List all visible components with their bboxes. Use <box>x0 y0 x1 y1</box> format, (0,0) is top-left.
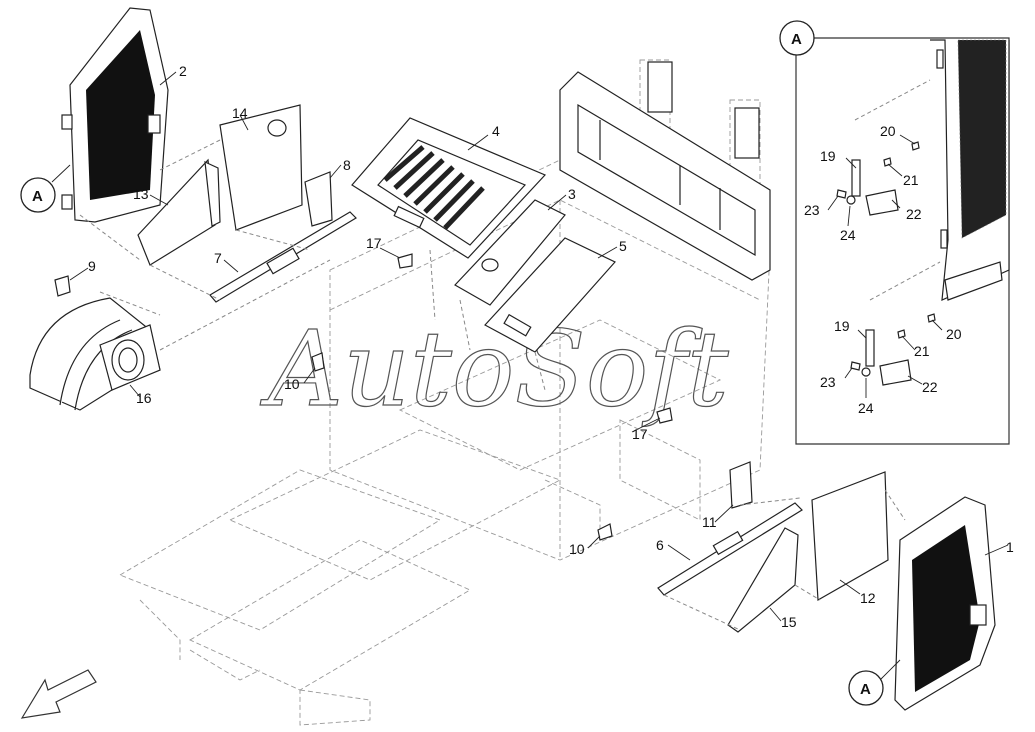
callout-13: 13 <box>133 186 149 202</box>
callout-7: 7 <box>214 250 222 266</box>
detail-callout-19-upper: 19 <box>820 148 836 164</box>
callout-1: 1 <box>1006 539 1014 555</box>
part-4-top-grille <box>351 117 547 259</box>
part-12-panel <box>811 471 889 602</box>
callout-3: 3 <box>568 186 576 202</box>
callout-15: 15 <box>781 614 797 630</box>
callout-8: 8 <box>343 157 351 173</box>
detail-ref-bottom-right-label: A <box>860 681 871 698</box>
callout-10-left: 10 <box>284 376 300 392</box>
detail-callout-21-upper: 21 <box>903 172 919 188</box>
detail-ref-left: A <box>20 177 56 213</box>
part-15-bracket <box>727 527 799 633</box>
detail-box-a: A 19 <box>779 20 1010 445</box>
part-16-fan-shroud <box>29 297 161 411</box>
callout-11: 11 <box>702 514 717 530</box>
detail-callout-23-upper: 23 <box>804 202 820 218</box>
part-5-floor-plate <box>484 237 616 353</box>
part-7-rail <box>209 211 357 303</box>
callout-5: 5 <box>619 238 627 254</box>
forward-direction-arrow-icon <box>20 669 97 719</box>
callout-17-right: 17 <box>632 426 648 442</box>
detail-callout-24-upper: 24 <box>840 227 856 243</box>
callout-12: 12 <box>860 590 876 606</box>
assembly-lines <box>79 139 906 631</box>
detail-callout-20-upper: 20 <box>880 123 896 139</box>
callout-4: 4 <box>492 123 500 139</box>
detail-ref-bottom-right: A <box>848 670 884 706</box>
callout-2: 2 <box>179 63 187 79</box>
callout-14: 14 <box>232 105 248 121</box>
detail-box-a-label: A <box>791 31 802 48</box>
callout-10-bottom: 10 <box>569 541 585 557</box>
part-2-left-door <box>61 7 169 223</box>
callout-17-top: 17 <box>366 235 382 251</box>
part-14-panel <box>219 104 303 231</box>
detail-callout-23-lower: 23 <box>820 374 836 390</box>
part-9-clip <box>54 275 71 297</box>
part-6-rail <box>657 502 803 596</box>
callout-6: 6 <box>656 537 664 553</box>
detail-callout-20-lower: 20 <box>946 326 962 342</box>
callout-9: 9 <box>88 258 96 274</box>
part-11-latch <box>729 461 753 509</box>
detail-callout-21-lower: 21 <box>914 343 930 359</box>
leader-lines <box>51 71 1009 681</box>
detail-callout-24-lower: 24 <box>858 400 874 416</box>
part-13-bracket <box>137 158 221 266</box>
part-callouts: 2 14 8 13 7 9 16 4 3 5 17 10 17 10 11 6 … <box>88 63 1014 630</box>
callout-16: 16 <box>136 390 152 406</box>
part-10-clip-a <box>311 352 325 372</box>
detail-callout-22-upper: 22 <box>906 206 922 222</box>
part-17-clip-a <box>397 253 413 269</box>
rops-frame <box>559 61 771 281</box>
part-3-center-cover <box>454 199 566 306</box>
part-17-clip-b <box>656 407 673 424</box>
part-8-bracket <box>304 171 333 227</box>
part-1-right-door <box>894 496 996 711</box>
detail-callout-22-lower: 22 <box>922 379 938 395</box>
detail-ref-left-label: A <box>32 188 43 205</box>
detail-callout-19-lower: 19 <box>834 318 850 334</box>
